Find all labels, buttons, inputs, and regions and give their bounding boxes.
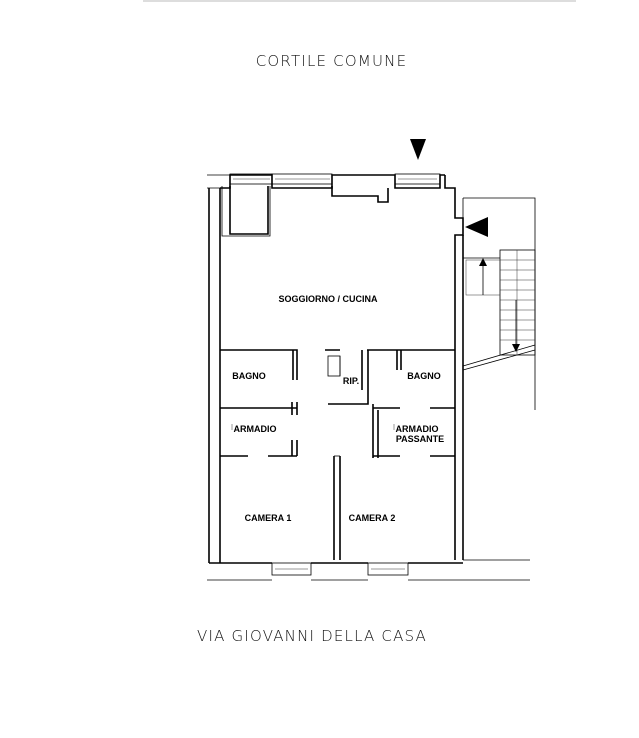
staircase-icon xyxy=(465,249,536,356)
top-street-label: CORTILE COMUNE xyxy=(255,52,408,70)
room-label-armadio-passante-1: ARMADIO xyxy=(396,424,439,434)
interior-walls xyxy=(220,349,455,560)
bottom-street-label: VIA GIOVANNI DELLA CASA xyxy=(196,627,427,645)
room-label-rip: RIP. xyxy=(343,376,359,386)
triangle-left-icon xyxy=(465,217,488,237)
room-label-camera1: CAMERA 1 xyxy=(245,513,292,523)
room-label-bagno-left: BAGNO xyxy=(232,371,266,381)
room-label-soggiorno: SOGGIORNO / CUCINA xyxy=(278,294,378,304)
room-label-armadio-passante-2: PASSANTE xyxy=(396,434,444,444)
room-label-camera2: CAMERA 2 xyxy=(349,513,396,523)
triangle-down-icon xyxy=(410,139,426,160)
outer-walls xyxy=(207,173,536,581)
room-label-bagno-right: BAGNO xyxy=(407,371,441,381)
room-label-armadio: ARMADIO xyxy=(234,424,277,434)
